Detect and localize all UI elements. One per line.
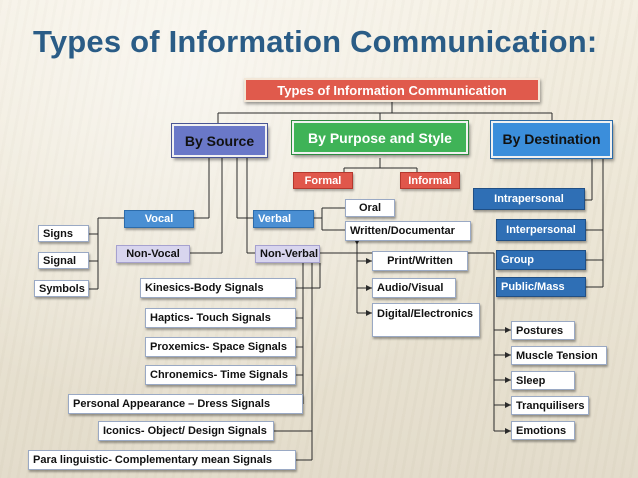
by-source-node: By Source	[171, 123, 268, 158]
haptics-node: Haptics- Touch Signals	[145, 308, 296, 328]
digital-electronics-node: Digital/Electronics	[372, 303, 480, 337]
audio-visual-node: Audio/Visual	[372, 278, 456, 298]
symbols-node: Symbols	[34, 280, 89, 297]
sleep-node: Sleep	[511, 371, 575, 390]
formal-node: Formal	[293, 172, 353, 189]
group-node: Group	[496, 250, 586, 270]
tranquilisers-node: Tranquilisers	[511, 396, 589, 415]
slide-title: Types of Information Communication:	[33, 24, 598, 59]
signal-node: Signal	[38, 252, 89, 269]
by-purpose-node: By Purpose and Style	[291, 120, 469, 155]
non-verbal-node: Non-Verbal	[255, 245, 320, 263]
root-node: Types of Information Communication	[244, 78, 540, 102]
public-mass-node: Public/Mass	[496, 277, 586, 297]
intrapersonal-node: Intrapersonal	[473, 188, 585, 210]
personal-appearance-node: Personal Appearance – Dress Signals	[68, 394, 303, 414]
written-documentary-node: Written/Documentar	[345, 221, 471, 241]
proxemics-node: Proxemics- Space Signals	[145, 337, 296, 357]
interpersonal-node: Interpersonal	[496, 219, 586, 241]
signs-node: Signs	[38, 225, 89, 242]
verbal-node: Verbal	[253, 210, 314, 228]
vocal-node: Vocal	[124, 210, 194, 228]
emotions-node: Emotions	[511, 421, 575, 440]
by-destination-node: By Destination	[490, 120, 613, 159]
non-vocal-node: Non-Vocal	[116, 245, 190, 263]
iconics-node: Iconics- Object/ Design Signals	[98, 421, 274, 441]
muscle-tension-node: Muscle Tension	[511, 346, 607, 365]
postures-node: Postures	[511, 321, 575, 340]
para-linguistic-node: Para linguistic- Complementary mean Sign…	[28, 450, 296, 470]
oral-node: Oral	[345, 199, 395, 217]
chronemics-node: Chronemics- Time Signals	[145, 365, 296, 385]
print-written-node: Print/Written	[372, 251, 468, 271]
informal-node: Informal	[400, 172, 460, 189]
kinesics-node: Kinesics-Body Signals	[140, 278, 296, 298]
